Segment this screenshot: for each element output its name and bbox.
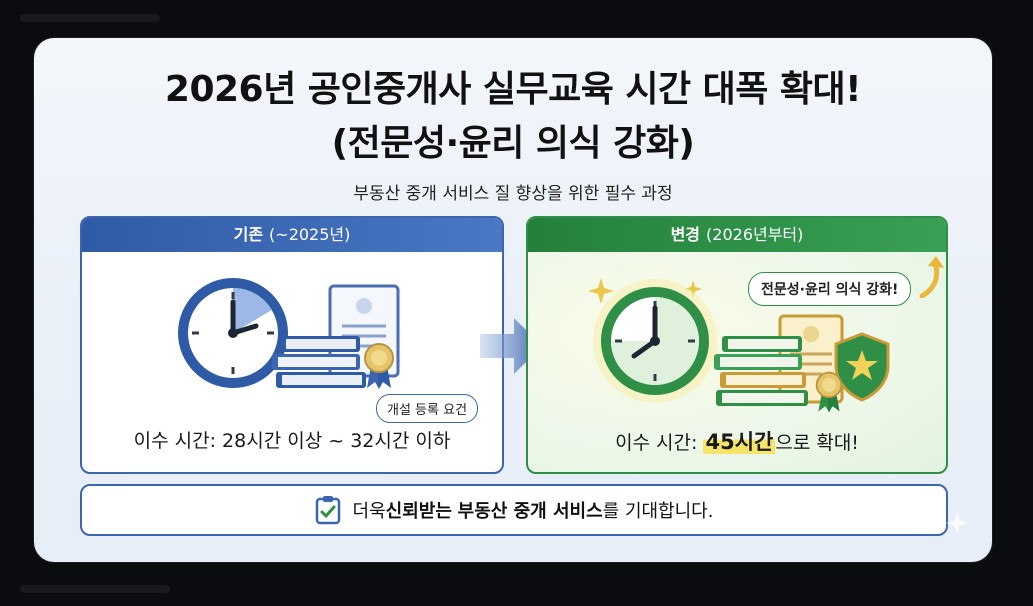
clipboard-check-icon bbox=[315, 496, 340, 525]
conclusion-bold-2: 부동산 중개 서비스 bbox=[457, 501, 603, 522]
clock-icon bbox=[593, 279, 717, 403]
title-line-2: (전문성·윤리 의식 강화) bbox=[331, 123, 695, 164]
sparkle-icon bbox=[684, 280, 702, 298]
after-hours-suffix: 으로 확대! bbox=[775, 432, 859, 454]
before-panel-header: 기존 (~2025년) bbox=[82, 218, 502, 252]
sparkle-icon bbox=[946, 512, 968, 534]
sparkle-icon bbox=[588, 278, 614, 304]
before-panel: 기존 (~2025년) bbox=[80, 216, 504, 474]
books-icon bbox=[714, 336, 808, 406]
after-header-bold: 변경 bbox=[670, 225, 701, 244]
curved-arrow-up-icon bbox=[919, 256, 944, 298]
background-text-line bbox=[20, 14, 160, 22]
books-icon bbox=[272, 336, 366, 388]
conclusion-pre: 더욱 bbox=[352, 501, 386, 522]
emphasis-bubble: 전문성·윤리 의식 강화! bbox=[748, 272, 912, 306]
subtitle: 부동산 중개 서비스 질 향상을 위한 필수 과정 bbox=[353, 184, 673, 204]
before-header-bold: 기존 bbox=[233, 225, 264, 244]
title-line-1: 2026년 공인중개사 실무교육 시간 대폭 확대! bbox=[164, 69, 862, 110]
after-header-period: (2026년부터) bbox=[706, 225, 804, 244]
after-hours-highlight: 45시간 bbox=[703, 430, 776, 454]
clock-icon bbox=[178, 278, 288, 388]
shield-star-icon bbox=[834, 332, 890, 402]
after-panel: 변경 (2026년부터) bbox=[526, 216, 948, 474]
ribbon-icon bbox=[815, 371, 843, 413]
conclusion-bold-1: 신뢰받는 bbox=[385, 501, 452, 522]
before-header-period: (~2025년) bbox=[269, 225, 351, 244]
after-hours-prefix: 이수 시간: bbox=[615, 432, 704, 454]
background-text-line bbox=[20, 585, 170, 593]
ribbon-icon bbox=[364, 343, 394, 389]
conclusion-post: 를 기대합니다. bbox=[602, 501, 714, 522]
requirement-bubble: 개설 등록 요건 bbox=[376, 394, 479, 423]
before-hours: 이수 시간: 28시간 이상 ~ 32시간 이하 bbox=[133, 430, 451, 452]
after-panel-header: 변경 (2026년부터) bbox=[528, 218, 946, 252]
infographic-card: 2026년 공인중개사 실무교육 시간 대폭 확대! (전문성·윤리 의식 강화… bbox=[34, 38, 992, 562]
